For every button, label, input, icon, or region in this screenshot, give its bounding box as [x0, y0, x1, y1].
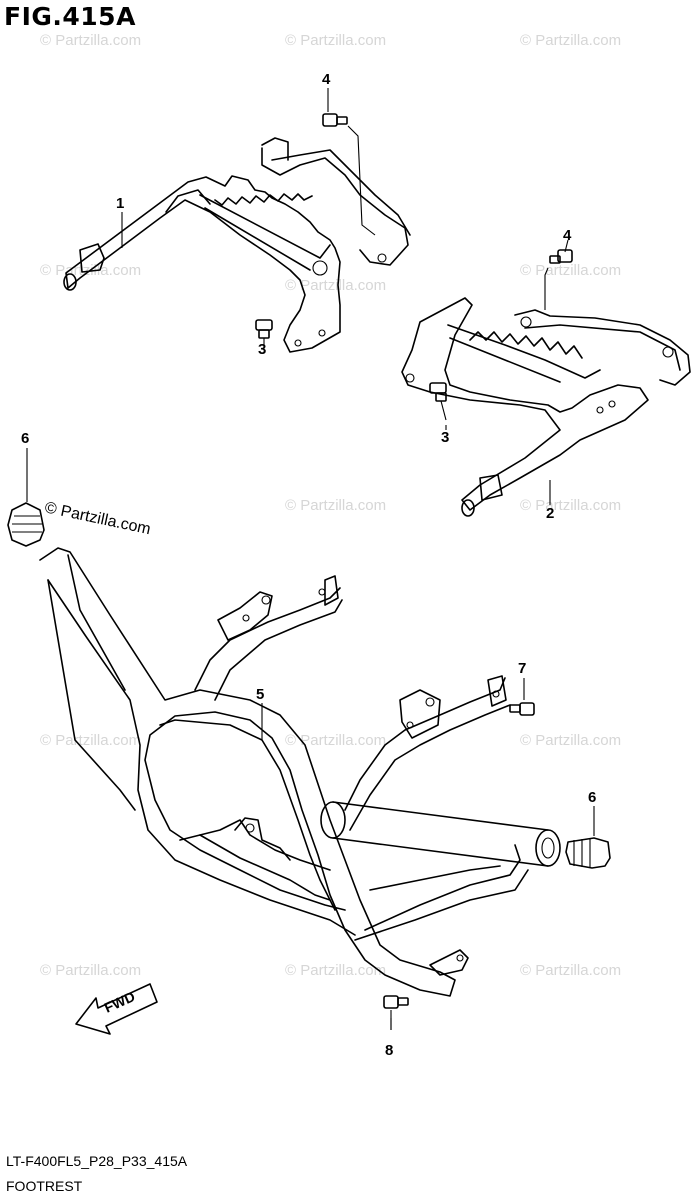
- part-3-bolt-right[interactable]: [429, 382, 447, 421]
- part-4-bolt-left[interactable]: [322, 113, 376, 236]
- part-6-end-cap-left[interactable]: [7, 502, 45, 547]
- part-1-left-footrest[interactable]: [63, 137, 411, 353]
- callout-6: 6: [21, 430, 29, 447]
- callout-3: 3: [258, 341, 266, 358]
- watermark: © Partzilla.com: [285, 32, 386, 49]
- part-6-end-cap-right[interactable]: [565, 837, 611, 869]
- watermark: © Partzilla.com: [285, 497, 386, 514]
- callout-3: 3: [441, 429, 449, 446]
- watermark: © Partzilla.com: [520, 497, 621, 514]
- callout-6: 6: [588, 789, 596, 806]
- part-5-bumper-frame[interactable]: [39, 547, 561, 997]
- fwd-arrow-icon: FWD: [75, 983, 158, 1035]
- watermark: © Partzilla.com: [520, 732, 621, 749]
- callout-1: 1: [116, 195, 124, 212]
- watermark: © Partzilla.com: [520, 32, 621, 49]
- part-8-bolt[interactable]: [383, 995, 409, 1030]
- callout-labels: 1 2 3 3 4 4 5 6 6 7 8: [21, 71, 596, 1059]
- part-7-bolt[interactable]: [509, 702, 535, 716]
- figure-code: LT-F400FL5_P28_P33_415A: [6, 1153, 188, 1169]
- part-3-bolt-left[interactable]: [255, 319, 273, 345]
- callout-8: 8: [385, 1042, 393, 1059]
- watermark: © Partzilla.com: [40, 962, 141, 979]
- leader-lines: [26, 88, 595, 1030]
- watermark: © Partzilla.com: [40, 732, 141, 749]
- part-2-right-footrest[interactable]: [401, 297, 691, 517]
- callout-4: 4: [563, 227, 572, 244]
- watermark: © Partzilla.com: [285, 962, 386, 979]
- featured-watermark: © Partzilla.com: [43, 499, 152, 538]
- part-4-bolt-right[interactable]: [544, 249, 573, 310]
- watermark: © Partzilla.com: [520, 962, 621, 979]
- callout-2: 2: [546, 505, 554, 522]
- callout-5: 5: [256, 686, 264, 703]
- callout-7: 7: [518, 660, 526, 677]
- figure-title: FIG.415A: [4, 2, 136, 31]
- watermark: © Partzilla.com: [285, 732, 386, 749]
- figure-caption: FOOTREST: [6, 1178, 83, 1194]
- watermark: © Partzilla.com: [520, 262, 621, 279]
- watermark: © Partzilla.com: [40, 32, 141, 49]
- callout-4: 4: [322, 71, 331, 88]
- watermark: © Partzilla.com: [285, 277, 386, 294]
